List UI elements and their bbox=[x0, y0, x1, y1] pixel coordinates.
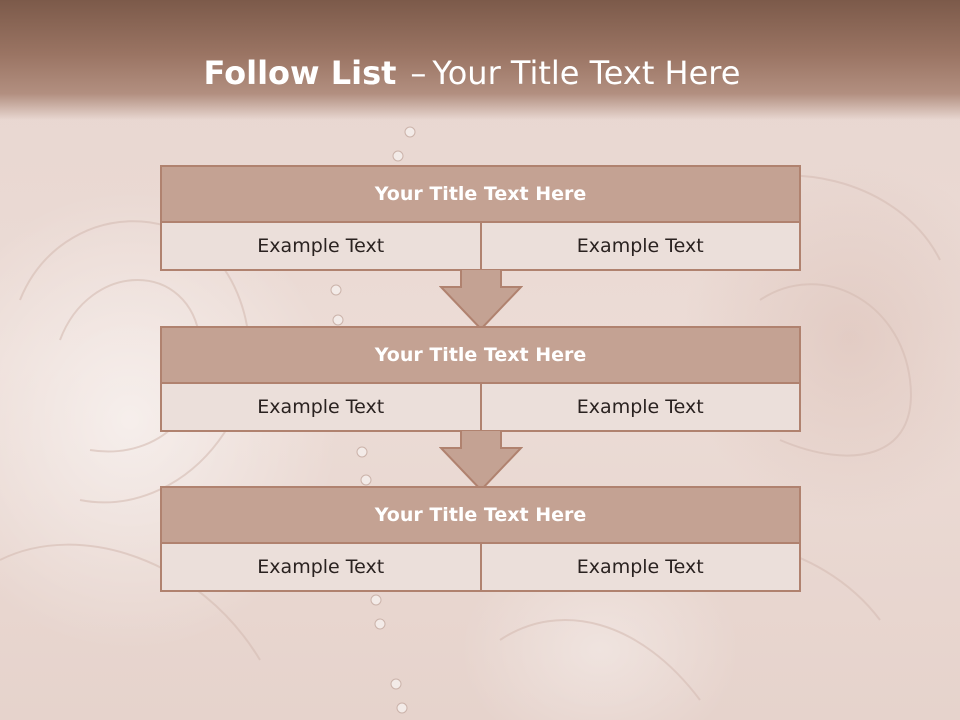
down-arrow-icon bbox=[439, 269, 523, 331]
title-bar bbox=[0, 0, 960, 120]
step-row: Example Text Example Text bbox=[162, 384, 799, 430]
step-cell-right: Example Text bbox=[576, 396, 704, 418]
step-cell-right: Example Text bbox=[576, 556, 704, 578]
step-box-3: Your Title Text Here Example Text Exampl… bbox=[160, 486, 801, 592]
slide-title-bold: Follow List bbox=[203, 54, 397, 92]
step-title: Your Title Text Here bbox=[162, 488, 799, 544]
step-box-2: Your Title Text Here Example Text Exampl… bbox=[160, 326, 801, 432]
step-cell-left: Example Text bbox=[162, 544, 482, 590]
slide-title-rest: Your Title Text Here bbox=[432, 54, 741, 92]
step-title: Your Title Text Here bbox=[162, 328, 799, 384]
step-cell-left: Example Text bbox=[162, 384, 482, 430]
slide-title: Follow List–Your Title Text Here bbox=[0, 54, 952, 92]
step-box-1: Your Title Text Here Example Text Exampl… bbox=[160, 165, 801, 271]
step-row: Example Text Example Text bbox=[162, 544, 799, 590]
step-title: Your Title Text Here bbox=[162, 167, 799, 223]
step-row: Example Text Example Text bbox=[162, 223, 799, 269]
step-cell-left: Example Text bbox=[162, 223, 482, 269]
slide-title-dash: – bbox=[410, 54, 427, 92]
down-arrow-icon bbox=[439, 430, 523, 492]
step-cell-right: Example Text bbox=[576, 235, 704, 257]
